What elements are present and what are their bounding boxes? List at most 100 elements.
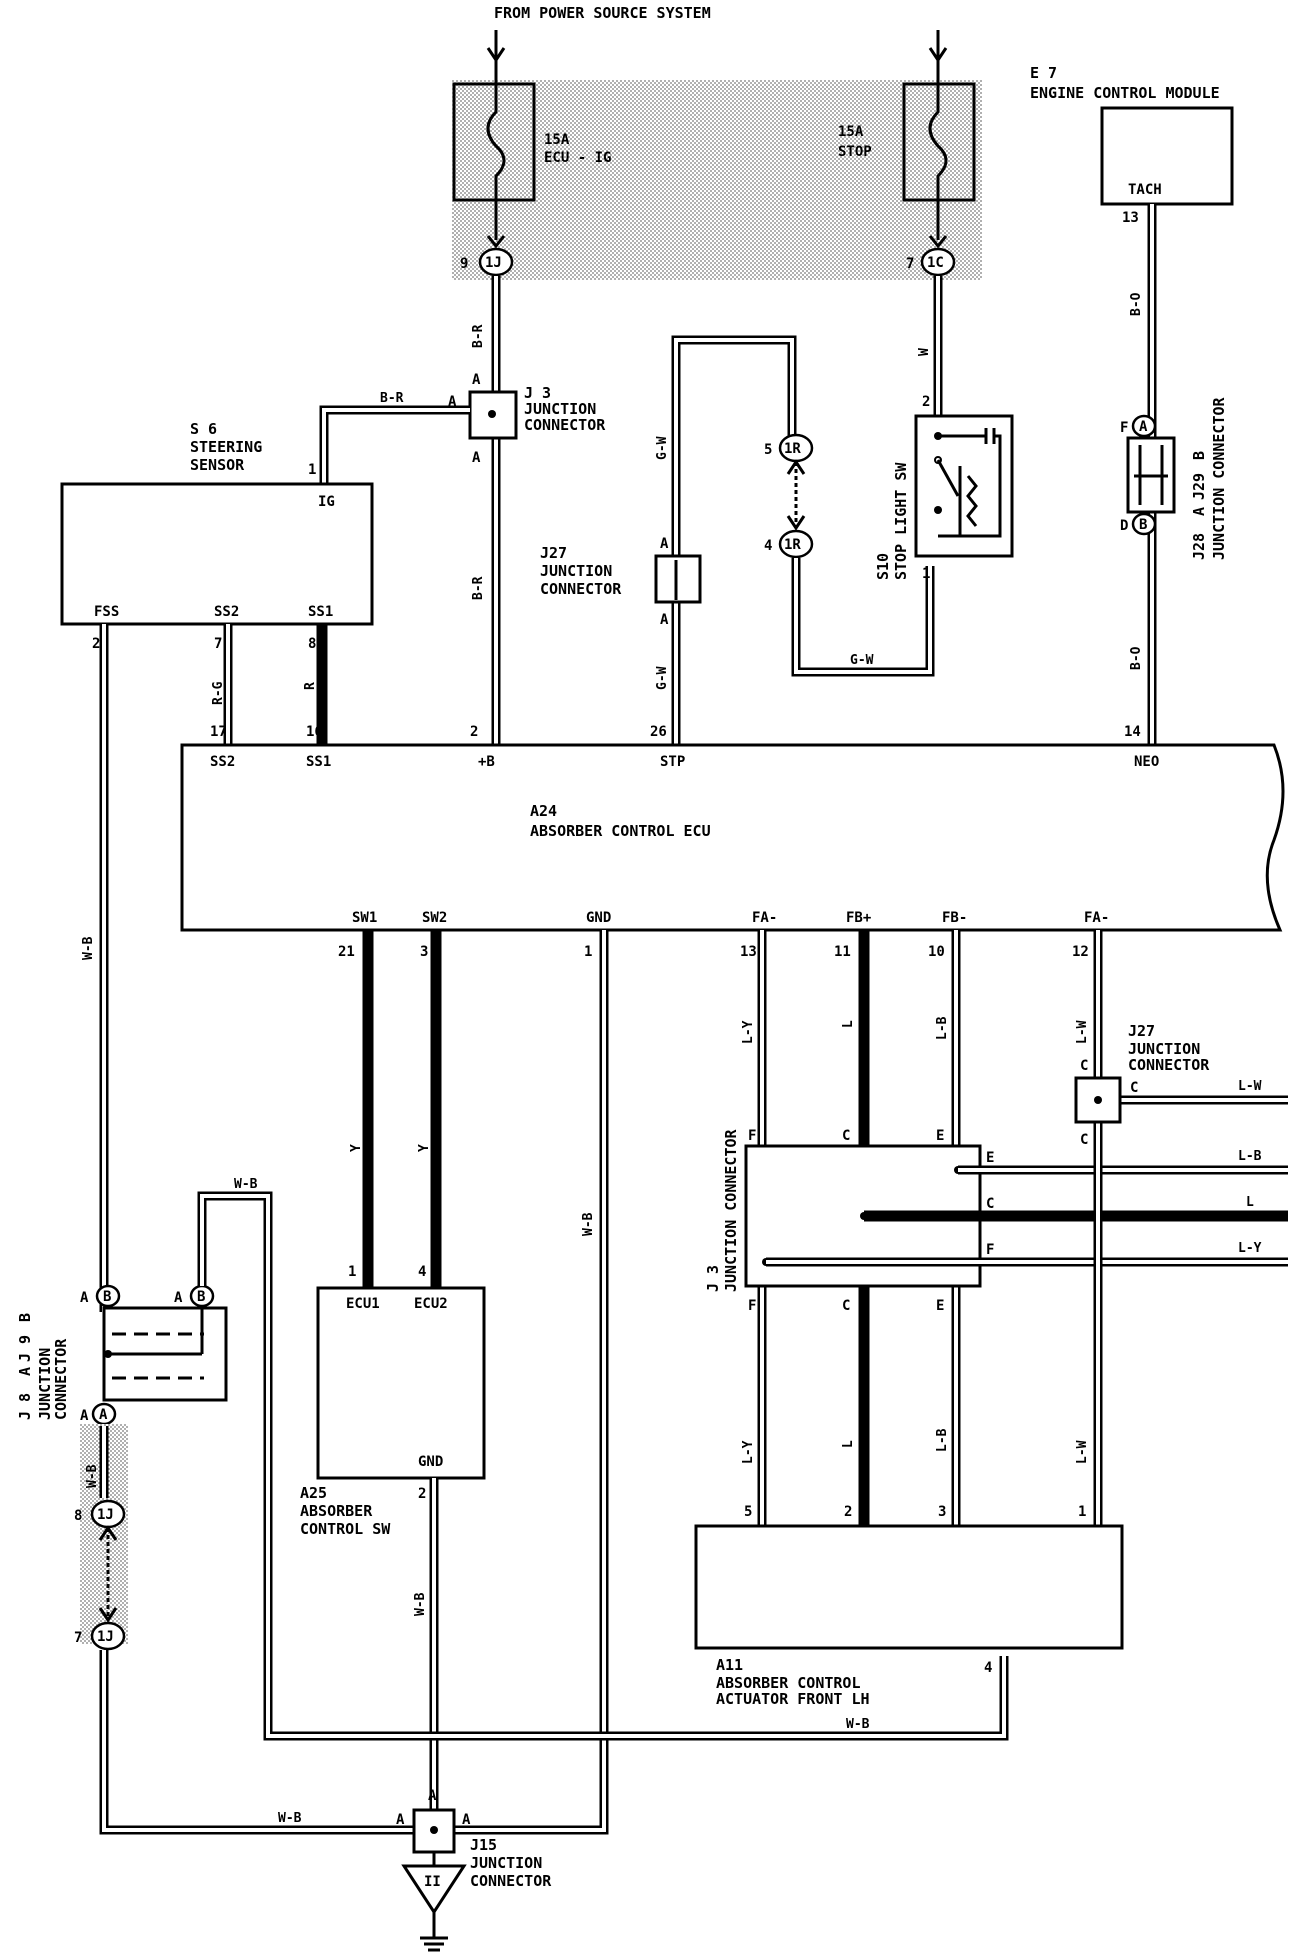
svg-text:J27: J27 [1128, 1022, 1155, 1040]
svg-text:L: L [841, 1440, 856, 1448]
svg-text:JUNCTION CONNECTOR: JUNCTION CONNECTOR [1210, 396, 1228, 560]
stop-light-switch: 2 1 S10 STOP LIGHT SW [874, 394, 1014, 582]
svg-text:3: 3 [938, 1504, 946, 1520]
svg-text:W-B: W-B [81, 936, 96, 960]
svg-text:ABSORBER CONTROL: ABSORBER CONTROL [716, 1674, 861, 1692]
svg-text:1: 1 [348, 1264, 356, 1280]
absorber-control-switch: ECU1 ECU2 GND 1 4 2 A25 ABSORBER CONTROL… [300, 1264, 486, 1538]
svg-text:STEERING: STEERING [190, 438, 262, 456]
svg-text:L-Y: L-Y [741, 1440, 756, 1464]
svg-text:B: B [16, 1313, 34, 1322]
svg-text:L-Y: L-Y [741, 1020, 756, 1044]
svg-text:15A: 15A [838, 124, 864, 140]
svg-text:L-W: L-W [1238, 1079, 1262, 1094]
svg-text:W-B: W-B [581, 1212, 596, 1236]
svg-text:CONTROL SW: CONTROL SW [300, 1520, 391, 1538]
svg-text:1J: 1J [485, 255, 502, 271]
svg-text:STOP LIGHT SW: STOP LIGHT SW [892, 462, 910, 580]
svg-text:L: L [841, 1020, 856, 1028]
svg-text:2: 2 [418, 1486, 426, 1502]
svg-text:W-B: W-B [234, 1177, 258, 1192]
svg-text:L: L [1246, 1195, 1254, 1210]
svg-text:SS2: SS2 [210, 754, 235, 770]
svg-text:FA-: FA- [752, 910, 777, 926]
svg-text:S 6: S 6 [190, 420, 217, 438]
svg-text:J27: J27 [540, 544, 567, 562]
svg-text:11: 11 [834, 944, 851, 960]
svg-text:L-B: L-B [935, 1016, 950, 1040]
svg-text:13: 13 [1122, 210, 1139, 226]
svg-text:F: F [748, 1128, 756, 1144]
svg-text:A: A [16, 1367, 34, 1376]
svg-text:CONNECTOR: CONNECTOR [524, 416, 606, 434]
svg-text:W-B: W-B [413, 1592, 428, 1616]
svg-text:4: 4 [984, 1660, 992, 1676]
svg-text:A: A [80, 1290, 89, 1306]
svg-text:FB+: FB+ [846, 910, 871, 926]
svg-text:STP: STP [660, 754, 685, 770]
svg-text:B-O: B-O [1129, 292, 1144, 316]
svg-text:E: E [936, 1298, 944, 1314]
svg-text:R: R [303, 682, 318, 690]
svg-text:C: C [1080, 1132, 1088, 1148]
svg-text:B-O: B-O [1129, 646, 1144, 670]
svg-text:ECU1: ECU1 [346, 1296, 380, 1312]
svg-text:7: 7 [906, 256, 914, 272]
svg-text:4: 4 [418, 1264, 426, 1280]
svg-text:L-W: L-W [1075, 1440, 1090, 1464]
ecm-box: E 7 ENGINE CONTROL MODULE TACH 13 [1030, 64, 1234, 226]
svg-text:B: B [1139, 517, 1147, 533]
svg-text:1: 1 [308, 462, 316, 478]
svg-text:J 8: J 8 [16, 1393, 34, 1420]
svg-text:W-B: W-B [846, 1717, 870, 1732]
svg-text:A: A [428, 1788, 437, 1804]
svg-text:II: II [424, 1874, 441, 1890]
svg-text:+B: +B [478, 754, 495, 770]
svg-text:2: 2 [922, 394, 930, 410]
svg-text:F: F [748, 1298, 756, 1314]
svg-text:7: 7 [214, 636, 222, 652]
svg-text:ABSORBER CONTROL ECU: ABSORBER CONTROL ECU [530, 822, 711, 840]
svg-text:C: C [842, 1128, 850, 1144]
svg-text:NEO: NEO [1134, 754, 1159, 770]
svg-text:A25: A25 [300, 1484, 327, 1502]
svg-text:CONNECTOR: CONNECTOR [470, 1872, 552, 1890]
svg-text:12: 12 [1072, 944, 1089, 960]
svg-text:A: A [1139, 419, 1148, 435]
svg-text:J 9: J 9 [16, 1335, 34, 1362]
absorber-actuator: 5 2 3 1 4 A11 ABSORBER CONTROL ACTUATOR … [694, 1504, 1124, 1708]
connector-1j-7 [90, 1621, 126, 1651]
steering-sensor: S 6 STEERING SENSOR 1 IG FSS SS2 SS1 2 7… [60, 420, 374, 652]
svg-text:2: 2 [844, 1504, 852, 1520]
svg-text:5: 5 [764, 442, 772, 458]
svg-text:R-G: R-G [211, 681, 226, 705]
svg-text:B-R: B-R [380, 391, 404, 406]
svg-text:1J: 1J [97, 1629, 114, 1645]
svg-text:JUNCTION: JUNCTION [1128, 1040, 1200, 1058]
svg-text:A: A [99, 1407, 108, 1423]
svg-text:SENSOR: SENSOR [190, 456, 245, 474]
svg-text:Y: Y [349, 1144, 364, 1152]
svg-text:SS1: SS1 [308, 604, 333, 620]
svg-text:J28: J28 [1190, 533, 1208, 560]
svg-text:CONNECTOR: CONNECTOR [1128, 1056, 1210, 1074]
svg-text:8: 8 [308, 636, 316, 652]
svg-text:A: A [1190, 507, 1208, 516]
svg-text:14: 14 [1124, 724, 1141, 740]
svg-text:ENGINE CONTROL MODULE: ENGINE CONTROL MODULE [1030, 84, 1220, 102]
svg-text:A: A [472, 372, 481, 388]
svg-text:JUNCTION: JUNCTION [36, 1348, 54, 1420]
svg-text:17: 17 [210, 724, 227, 740]
connector-1r-bottom [778, 529, 814, 559]
svg-text:26: 26 [650, 724, 667, 740]
j3-top-connector [468, 390, 518, 440]
svg-text:ACTUATOR FRONT LH: ACTUATOR FRONT LH [716, 1690, 870, 1708]
svg-text:3: 3 [420, 944, 428, 960]
svg-text:1C: 1C [927, 255, 944, 271]
svg-text:W: W [917, 348, 932, 356]
svg-text:G-W: G-W [850, 653, 874, 668]
svg-text:E: E [986, 1150, 994, 1166]
svg-text:C: C [986, 1196, 994, 1212]
svg-text:SS2: SS2 [214, 604, 239, 620]
